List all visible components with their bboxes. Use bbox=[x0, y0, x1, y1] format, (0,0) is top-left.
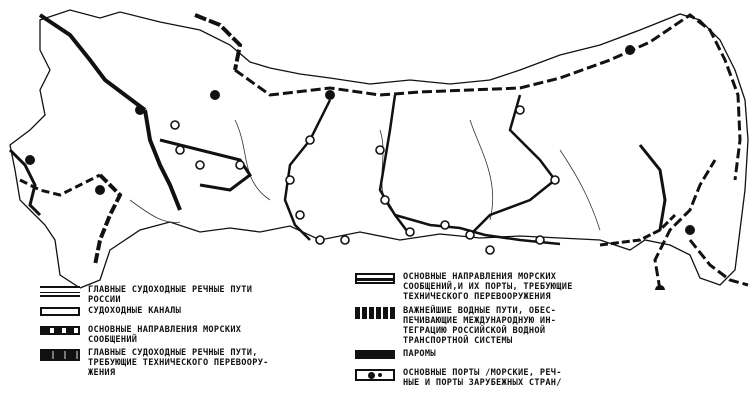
legend-text-sea-routes: ОСНОВНЫЕ НАПРАВЛЕНИЯ МОРСКИХ СООБЩЕНИЙ bbox=[88, 325, 242, 345]
legend-item-ferries: ПАРОМЫ bbox=[355, 349, 436, 359]
volga-route bbox=[159, 138, 253, 192]
major-port-icon bbox=[368, 371, 375, 379]
thin-rivers bbox=[129, 119, 601, 231]
don-route bbox=[93, 173, 123, 266]
legend-item-rivers-modernization: ГЛАВНЫЕ СУДОХОДНЫЕ РЕЧНЫЕ ПУТИ, ТРЕБУЮЩИ… bbox=[40, 348, 269, 378]
minor-port-icon bbox=[378, 373, 382, 377]
legend-swatch-ports bbox=[355, 369, 395, 381]
lena-route bbox=[469, 94, 557, 236]
port-markers bbox=[170, 105, 560, 255]
legend-item-ports: ОСНОВНЫЕ ПОРТЫ /МОРСКИЕ, РЕЧ- НЫЕ И ПОРТ… bbox=[355, 368, 562, 388]
legend-swatch-rivers-modernization bbox=[40, 349, 80, 361]
legend-text-main-rivers: ГЛАВНЫЕ СУДОХОДНЫЕ РЕЧНЫЕ ПУТИ РОССИИ bbox=[88, 285, 253, 305]
pacific-sea-route bbox=[653, 159, 717, 290]
legend-item-main-rivers: ГЛАВНЫЕ СУДОХОДНЫЕ РЕЧНЫЕ ПУТИ РОССИИ bbox=[40, 285, 252, 305]
legend-text-sea-modernization: ОСНОВНЫЕ НАПРАВЛЕНИЯ МОРСКИХ СООБЩЕНИЙ,И… bbox=[403, 272, 573, 302]
yenisei-route bbox=[378, 94, 411, 236]
russia-waterways-map bbox=[8, 9, 749, 290]
far-east-sea-route bbox=[688, 239, 749, 287]
russia-outline bbox=[9, 9, 749, 289]
legend-swatch-vital-waterways bbox=[355, 307, 395, 319]
major-port-markers bbox=[25, 45, 695, 290]
caspian-route bbox=[8, 148, 42, 217]
legend-item-vital-waterways: ВАЖНЕЙШИЕ ВОДНЫЕ ПУТИ, ОБЕС- ПЕЧИВАЮЩИЕ … bbox=[355, 306, 556, 346]
northern-sea-route bbox=[234, 13, 742, 181]
baltic-route bbox=[38, 13, 147, 112]
legend-text-rivers-modernization: ГЛАВНЫЕ СУДОХОДНЫЕ РЕЧНЫЕ ПУТИ, ТРЕБУЮЩИ… bbox=[88, 348, 269, 378]
legend-text-canals: СУДОХОДНЫЕ КАНАЛЫ bbox=[88, 306, 182, 316]
legend-text-ports: ОСНОВНЫЕ ПОРТЫ /МОРСКИЕ, РЕЧ- НЫЕ И ПОРТ… bbox=[403, 368, 562, 388]
volga-baltic-route bbox=[143, 109, 182, 211]
legend-item-canals: СУДОХОДНЫЕ КАНАЛЫ bbox=[40, 306, 181, 316]
kolyma-route bbox=[638, 144, 667, 231]
legend-item-sea-modernization: ОСНОВНЫЕ НАПРАВЛЕНИЯ МОРСКИХ СООБЩЕНИЙ,И… bbox=[355, 272, 573, 302]
legend-item-sea-routes: ОСНОВНЫЕ НАПРАВЛЕНИЯ МОРСКИХ СООБЩЕНИЙ bbox=[40, 325, 241, 345]
legend-swatch-sea-modernization bbox=[355, 273, 395, 284]
legend-text-vital-waterways: ВАЖНЕЙШИЕ ВОДНЫЕ ПУТИ, ОБЕС- ПЕЧИВАЮЩИЕ … bbox=[403, 306, 557, 346]
legend-text-ferries: ПАРОМЫ bbox=[403, 349, 436, 359]
amur-route bbox=[599, 213, 677, 247]
white-sea-route bbox=[194, 13, 243, 71]
legend-swatch-ferries bbox=[355, 350, 395, 359]
legend-swatch-canals bbox=[40, 307, 80, 316]
legend-swatch-main-rivers bbox=[40, 286, 80, 297]
ob-irtysh-route bbox=[283, 99, 332, 241]
legend-swatch-sea-routes bbox=[40, 326, 80, 335]
